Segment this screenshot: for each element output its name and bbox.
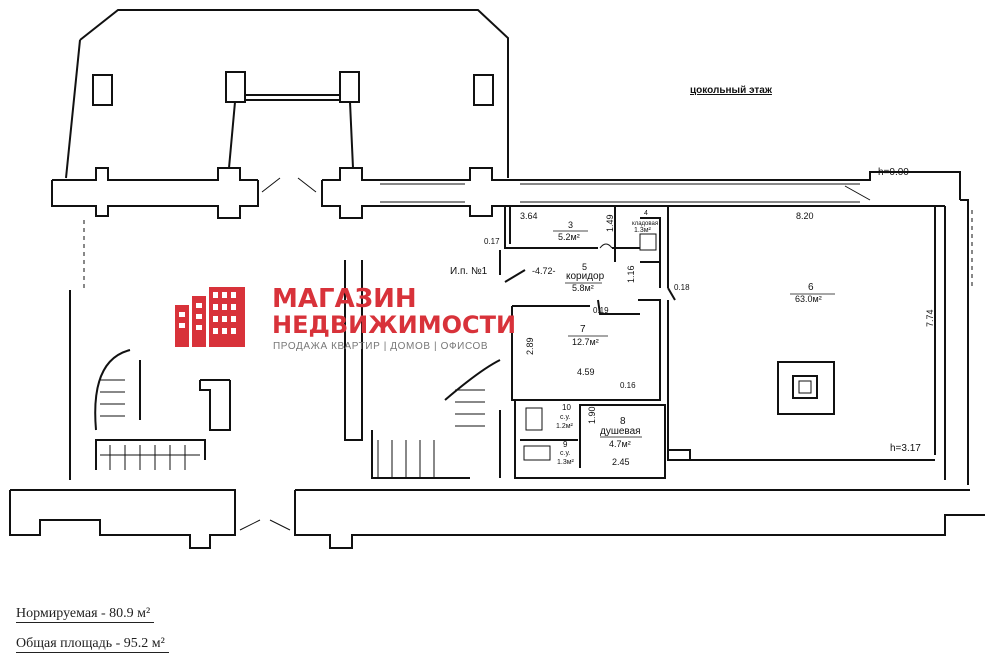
upper-doors [261,177,317,193]
left-stair [69,290,206,480]
dim-1-90: 1.90 [587,406,597,424]
main-wall-band-windows [380,183,871,203]
dim-0-16: 0.16 [620,381,636,390]
dim-1-49: 1.49 [605,214,615,232]
dim-3-64: 3.64 [520,211,538,221]
right-stair-steps [377,389,485,478]
dim-7-74: 7.74 [925,309,935,327]
toilet [523,445,551,461]
upper-wing-outline [65,9,509,179]
logo-line2: НЕДВИЖИМОСТИ [272,311,516,339]
dim-8-20: 8.20 [796,211,814,221]
room9-area: 1.3м² [557,459,575,466]
bottom-doors [239,519,291,531]
dim-4-59: 4.59 [577,367,595,377]
room3-number: 3 [568,220,573,230]
room4-number: 4 [644,210,648,217]
building-logo-icon [175,287,245,347]
logo: МАГАЗИН НЕДВИЖИМОСТИ ПРОДАЖА КВАРТИР | Д… [175,284,516,352]
room6-number: 6 [808,282,814,293]
room7-walls [511,299,661,401]
dim-2-89: 2.89 [525,337,535,355]
room3-walls [504,206,661,262]
dim-1-16: 1.16 [626,265,636,283]
room6-area: 63.0м² [795,294,822,304]
upper-window [339,71,360,103]
floor-label: цокольный этаж [690,85,773,96]
dim-4-72: -4.72- [532,266,556,276]
dim-2-45: 2.45 [612,457,630,467]
column-core [798,380,812,394]
room9-name: с.у. [560,450,570,457]
bath-walls [514,400,666,479]
dim-0-19: 0.19 [593,306,609,315]
room4-fixture [639,233,657,251]
right-stair [344,260,501,479]
elevation-bottom: h=3.17 [890,443,921,454]
room4-area: 1.3м² [634,227,652,234]
upper-window [225,71,246,103]
room10-name: с.у. [560,414,570,421]
room9-number: 9 [563,440,568,449]
room4-name: кладовая [632,221,658,227]
elevation-top: h=0.00 [878,167,909,178]
upper-window [473,74,494,106]
sink [525,407,543,431]
room5-number: 5 [582,262,587,272]
room3-area: 5.2м² [558,232,580,242]
room7-number: 7 [580,324,586,335]
logo-line1: МАГАЗИН [272,284,417,314]
corridor-walls [499,250,661,288]
total-area: Общая площадь - 95.2 м² [16,636,169,653]
main-wall-band [51,167,961,219]
room5-name: коридор [566,271,605,282]
room10-area: 1.2м² [556,423,574,430]
bottom-wall-band [9,489,985,549]
room8-number: 8 [620,416,626,427]
left-pillar [199,379,231,431]
room8-name: душевая [600,426,641,437]
door-swing [599,243,613,249]
room6-walls [667,206,935,461]
index-label: И.п. №1 [450,266,488,277]
upper-partitions [228,94,354,169]
right-outer-wall [934,199,969,485]
room5-area: 5.8м² [572,283,594,293]
dim-0-17: 0.17 [484,237,500,246]
column-inner [792,375,818,399]
logo-tagline: ПРОДАЖА КВАРТИР | ДОМОВ | ОФИСОВ [273,341,488,352]
room7-area: 12.7м² [572,337,599,347]
normative-area: Нормируемая - 80.9 м² [16,606,155,623]
room8-area: 4.7м² [609,439,631,449]
upper-window [92,74,113,106]
room10-number: 10 [562,403,571,412]
column [777,361,835,415]
lower-partition [499,410,691,478]
left-stair-steps [100,379,200,470]
dashed-guide [83,210,973,290]
dim-0-18: 0.18 [674,283,690,292]
